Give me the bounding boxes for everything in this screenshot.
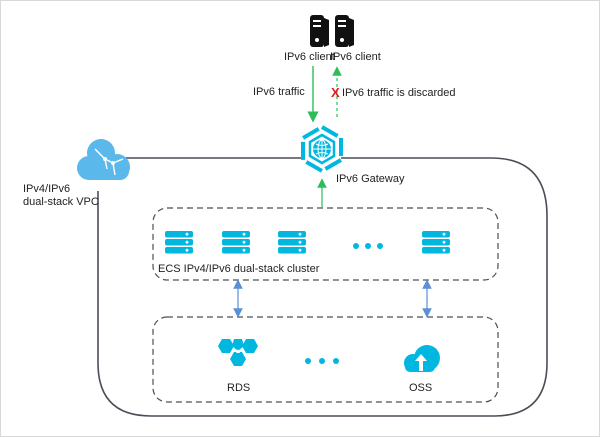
rds-icon xyxy=(218,339,258,366)
ecs-ellipsis-icon xyxy=(353,243,383,249)
ecs-server-icon xyxy=(222,231,250,254)
client-label: IPv6 client xyxy=(330,51,381,63)
ecs-servers xyxy=(165,231,450,254)
allowed-traffic-label: IPv6 traffic xyxy=(253,86,305,98)
server-tower-icon xyxy=(310,15,329,47)
oss-label: OSS xyxy=(409,382,433,394)
vpc-label-line2: dual-stack VPC xyxy=(23,196,99,208)
ecs-cluster-group xyxy=(152,207,499,281)
client-label: IPv6 client xyxy=(284,51,335,63)
oss-icon xyxy=(404,345,440,372)
discard-mark: X xyxy=(331,85,340,100)
services-group xyxy=(152,316,499,403)
vpc-cloud-icon xyxy=(77,139,130,180)
vpc-boundary xyxy=(97,157,548,417)
services-ellipsis-icon xyxy=(305,358,339,364)
ecs-cluster-label: ECS IPv4/IPv6 dual-stack cluster xyxy=(158,263,320,275)
vpc-label-line1: IPv4/IPv6 xyxy=(23,183,71,195)
server-tower-icon xyxy=(335,15,354,47)
ecs-server-icon xyxy=(422,231,450,254)
gateway-label: IPv6 Gateway xyxy=(336,173,405,185)
ipv6-gateway-icon xyxy=(301,124,343,174)
discarded-traffic-label: IPv6 traffic is discarded xyxy=(342,87,456,99)
ecs-server-icon xyxy=(278,231,306,254)
ecs-server-icon xyxy=(165,231,193,254)
rds-label: RDS xyxy=(227,382,251,394)
